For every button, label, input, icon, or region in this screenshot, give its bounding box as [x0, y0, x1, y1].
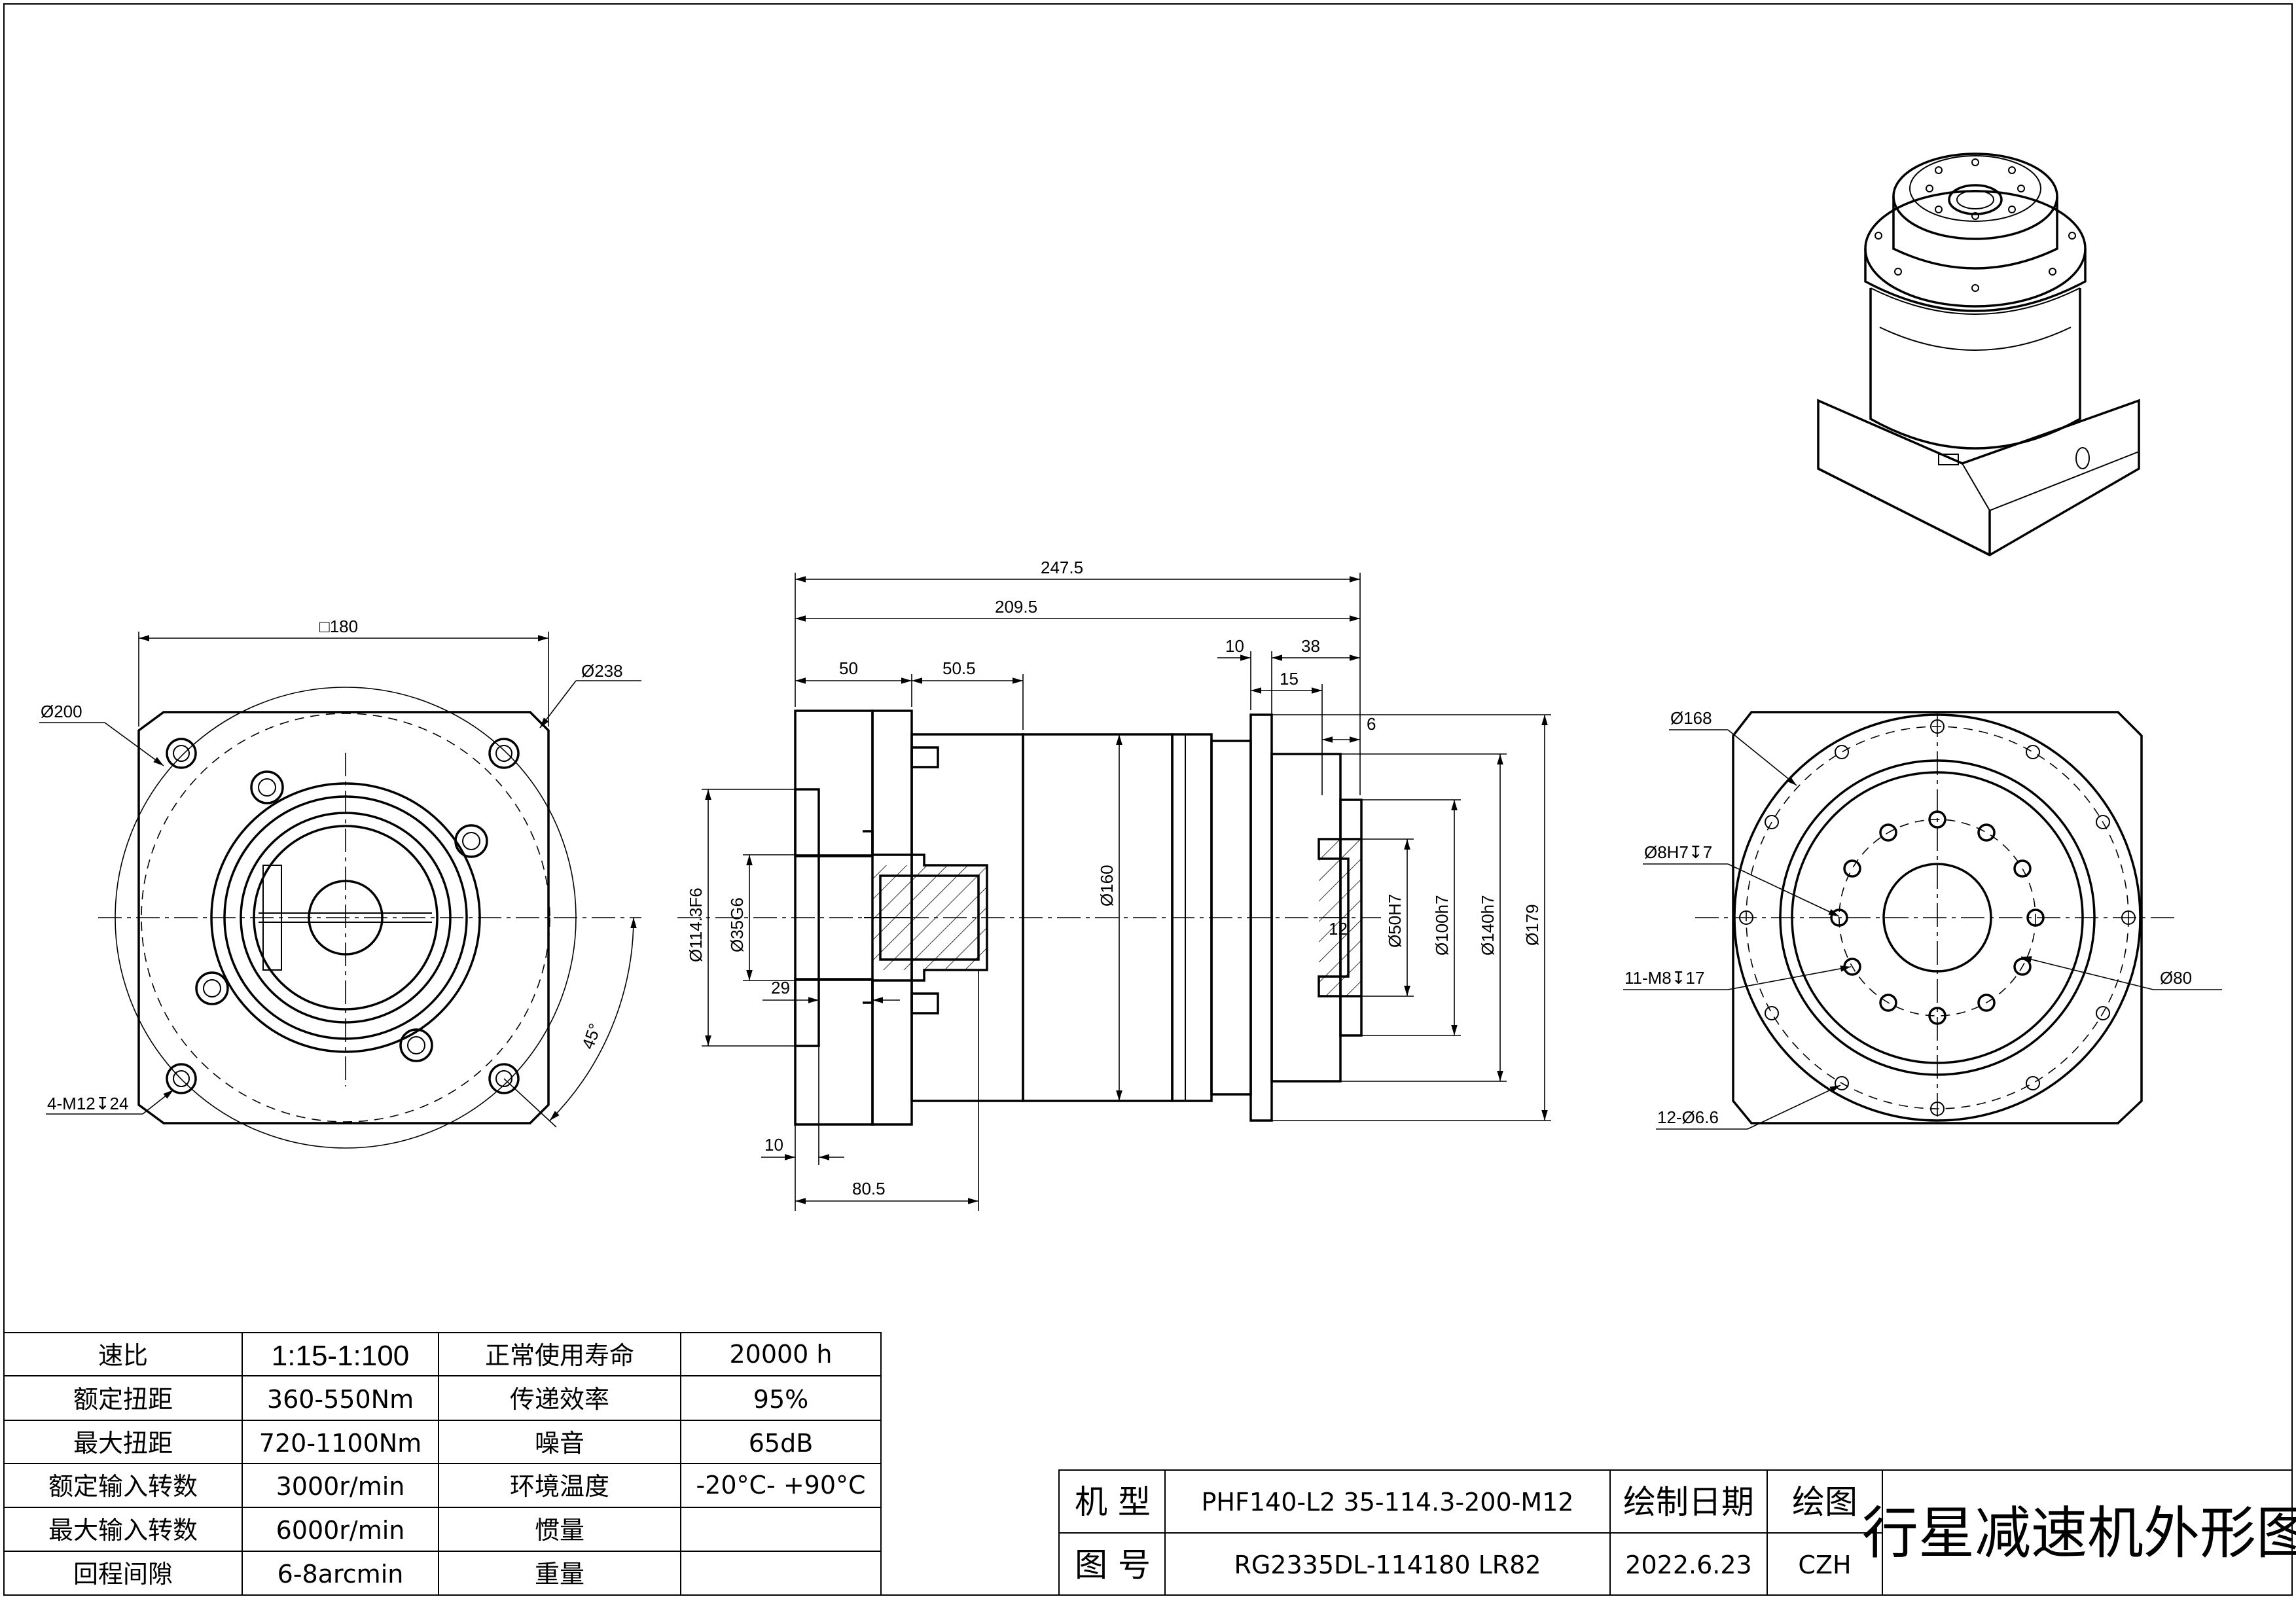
front-flange-outline [137, 711, 550, 1124]
dim-overall: 247.5 [1041, 558, 1083, 577]
dim-tapped-m8: 11-M8↧17 [1624, 968, 1704, 988]
dim-29: 29 [771, 978, 790, 997]
title-model-value: PHF140-L2 35-114.3-200-M12 [1202, 1488, 1574, 1517]
title-drawing-label: 图 号 [1075, 1546, 1151, 1584]
dim-tapped-holes: 4-M12↧24 [47, 1094, 128, 1113]
spec-value-rated-torque: 360-550Nm [267, 1385, 414, 1414]
title-drawing-value: RG2335DL-114180 LR82 [1234, 1551, 1541, 1579]
dim-80-5: 80.5 [852, 1179, 886, 1198]
title-block: 机 型 PHF140-L2 35-114.3-200-M12 绘制日期 绘图 图… [1058, 1469, 2296, 1596]
dim-10-bottom: 10 [764, 1135, 783, 1155]
spec-label-noise: 噪音 [535, 1429, 584, 1458]
dim-pin: Ø8H7↧7 [1644, 842, 1712, 862]
dim-dia-35: Ø35G6 [727, 897, 747, 952]
dim-square-180: □180 [319, 617, 358, 636]
spec-value-rated-speed: 3000r/min [276, 1472, 405, 1501]
rear-view: Ø168 Ø8H7↧7 11-M8↧17 Ø80 12-Ø6.6 [1623, 708, 2222, 1130]
spec-value-efficiency: 95% [753, 1385, 808, 1414]
dim-38: 38 [1301, 636, 1320, 656]
dim-dia-140: Ø140h7 [1478, 895, 1498, 956]
title-date-value: 2022.6.23 [1625, 1551, 1751, 1579]
title-date-label: 绘制日期 [1623, 1483, 1754, 1521]
dim-holes-6-6: 12-Ø6.6 [1657, 1107, 1719, 1127]
spec-value-life: 20000 h [729, 1340, 832, 1369]
spec-label-max-torque: 最大扭距 [73, 1429, 173, 1458]
spec-label-temperature: 环境温度 [510, 1472, 609, 1501]
dim-15: 15 [1280, 669, 1299, 689]
front-bore [308, 880, 384, 956]
title-model-label: 机 型 [1075, 1483, 1151, 1521]
drawing-title: 行星减速机外形图 [1862, 1501, 2296, 1566]
title-drawer-value: CZH [1798, 1551, 1851, 1579]
dim-dia-50: Ø50H7 [1385, 894, 1405, 948]
spec-value-noise: 65dB [749, 1429, 814, 1458]
rear-flange-outline [1732, 711, 2143, 1124]
spec-label-ratio: 速比 [98, 1341, 148, 1370]
dim-pcd-200: Ø200 [41, 702, 82, 721]
dim-pcd-168: Ø168 [1670, 708, 1712, 728]
side-view: 247.5 209.5 50 50.5 10 38 15 6 Ø114.3F6 … [677, 558, 1551, 1211]
spec-label-backlash: 回程间隙 [73, 1560, 173, 1589]
spec-label-rated-torque: 额定扭距 [73, 1385, 173, 1414]
dim-6: 6 [1367, 714, 1376, 734]
spec-value-ratio: 1:15-1:100 [272, 1340, 409, 1372]
pcd-200-circle [141, 713, 550, 1123]
dim-pcd-80: Ø80 [2160, 968, 2192, 988]
title-drawer-label: 绘图 [1792, 1483, 1857, 1521]
dim-12: 12 [1329, 919, 1348, 939]
rear-outer-flange [1733, 713, 2142, 1122]
dim-dia-114: Ø114.3F6 [686, 888, 706, 962]
dim-adapter-50-5: 50.5 [942, 658, 976, 678]
front-view: □180 Ø238 Ø200 4-M12↧24 45° [39, 617, 641, 1149]
dim-dia-160: Ø160 [1097, 865, 1117, 907]
dim-10-top: 10 [1225, 636, 1244, 656]
spec-label-inertia: 惯量 [535, 1516, 584, 1545]
rear-center-bore [1882, 863, 1992, 973]
spec-value-backlash: 6-8arcmin [278, 1560, 404, 1589]
isometric-view [1817, 153, 2140, 556]
dim-dia-100: Ø100h7 [1432, 895, 1452, 956]
spec-label-max-speed: 最大输入转数 [48, 1516, 198, 1545]
spec-label-life: 正常使用寿命 [485, 1341, 634, 1370]
dim-pcd-238: Ø238 [581, 661, 623, 681]
spec-label-efficiency: 传递效率 [510, 1385, 609, 1414]
dim-body: 209.5 [995, 597, 1037, 617]
dim-dia-179: Ø179 [1522, 904, 1542, 946]
spec-value-temperature: -20°C- +90°C [696, 1471, 865, 1500]
spec-label-rated-speed: 额定输入转数 [48, 1472, 198, 1501]
spec-table: 速比 1:15-1:100 正常使用寿命 20000 h 额定扭距 360-55… [3, 1332, 882, 1596]
dim-angle-45: 45° [578, 1021, 605, 1052]
spec-value-max-torque: 720-1100Nm [259, 1429, 422, 1458]
spec-label-weight: 重量 [535, 1560, 584, 1589]
dim-flange-50: 50 [839, 658, 858, 678]
spec-value-max-speed: 6000r/min [276, 1516, 405, 1545]
